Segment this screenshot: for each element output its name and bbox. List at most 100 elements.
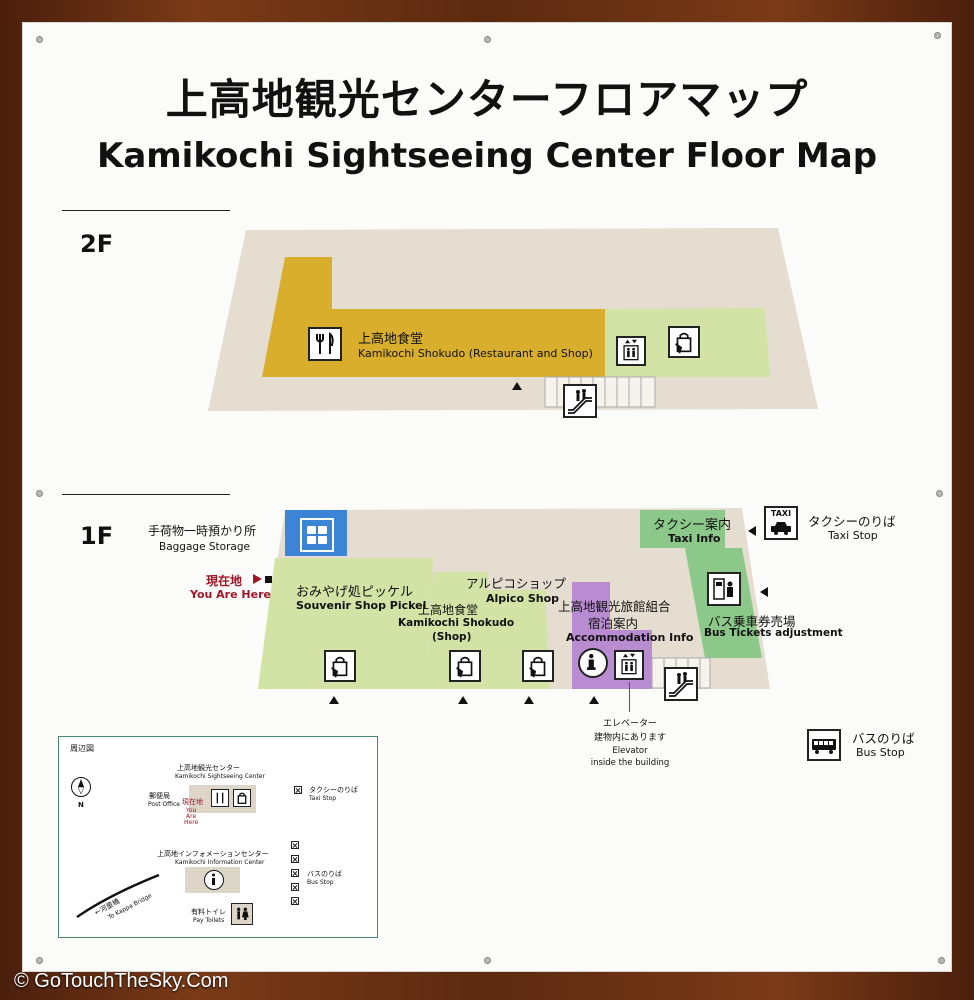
shopping-bag-icon	[522, 650, 554, 682]
inset-you-are-here-en2: Are	[186, 813, 197, 820]
shokudo-shop-label-en: Kamikochi Shokudo	[398, 617, 515, 629]
elevator-note-en2: inside the building	[590, 758, 670, 768]
shopping-bag-icon	[233, 789, 251, 807]
shopping-bag-icon	[324, 650, 356, 682]
taxi-stop-label-jp: タクシーのりば	[808, 514, 896, 529]
escalator-icon	[664, 667, 698, 701]
inset-toilets-jp: 有料トイレ	[191, 908, 226, 916]
elevator-icon	[614, 650, 644, 680]
taxi-info-area	[640, 510, 725, 548]
restaurant-area-2f	[262, 257, 605, 377]
entrance-marker-1f	[589, 696, 599, 704]
inset-taxi-stop-jp: タクシーのりば	[309, 786, 358, 794]
baggage-label-en: Baggage Storage	[159, 541, 250, 553]
info-icon	[204, 870, 224, 890]
elevator-note-jp2: 建物内にあります	[593, 733, 666, 743]
inset-river-path	[76, 873, 160, 919]
souvenir-label-jp: おみやげ処ピッケル	[296, 585, 414, 600]
you-are-here-marker	[265, 576, 272, 583]
entrance-marker-1f	[329, 696, 339, 704]
alpico-label-jp: アルピコショップ	[466, 576, 566, 591]
screw	[484, 36, 491, 43]
accommodation-label-jp: 上高地観光旅館組合	[558, 599, 671, 614]
compass-north-label: N	[78, 801, 84, 809]
taxi-info-label-jp: タクシー案内	[653, 518, 732, 533]
inset-bus-stop-marker	[291, 841, 299, 849]
info-icon	[578, 648, 608, 678]
inset-taxi-stop-marker	[294, 786, 302, 794]
bus-tickets-label-jp: バス乗車券売場	[708, 614, 796, 629]
shopping-bag-icon	[668, 326, 700, 358]
screw	[936, 490, 943, 497]
elevator-leader-line	[629, 682, 630, 712]
title-english: Kamikochi Sightseeing Center Floor Map	[96, 136, 878, 176]
shokudo-shop-label-jp: 上高地食堂	[418, 603, 479, 617]
compass-icon	[71, 777, 91, 797]
floor-label-2f: 2F	[80, 230, 114, 258]
inset-info-center-jp: 上高地インフォメーションセンター	[157, 850, 269, 858]
area-inset-map: 周辺図 N 上高地観光センター Kamikochi Sightseeing Ce…	[58, 736, 378, 938]
screw	[36, 36, 43, 43]
inset-bus-stop-marker	[291, 883, 299, 891]
taxi-icon: TAXI	[764, 506, 798, 540]
title-japanese: 上高地観光センターフロアマップ	[165, 75, 809, 124]
inset-you-are-here-jp: 現在地	[182, 798, 203, 806]
entrance-marker-2f	[512, 382, 522, 390]
shopping-bag-icon	[449, 650, 481, 682]
entrance-marker-1f	[458, 696, 468, 704]
inset-bus-stop-en: Bus Stop	[307, 879, 334, 886]
floor-plan-2f	[208, 228, 818, 411]
inset-you-are-here-en1: You	[186, 807, 197, 814]
you-are-here-label-jp: 現在地	[206, 574, 243, 588]
inset-toilets-en: Pay Toilets	[193, 917, 225, 924]
inset-info-center-en: Kamikochi Information Center	[175, 859, 265, 866]
inset-taxi-stop-en: Taxi Stop	[309, 795, 337, 802]
luggage-icon	[300, 518, 334, 552]
copyright-watermark: © GoTouchTheSky.Com	[14, 970, 229, 992]
taxi-info-label-en: Taxi Info	[668, 532, 721, 545]
floor-label-1f: 1F	[80, 522, 114, 550]
screw	[36, 957, 43, 964]
bus-tickets-label-en: Bus Tickets adjustment	[704, 627, 843, 639]
screw	[484, 957, 491, 964]
inset-bus-stop-marker	[291, 897, 299, 905]
elevator-note-en: Elevator	[612, 746, 648, 756]
screw	[934, 32, 941, 39]
inset-you-are-here-en3: Here	[184, 819, 199, 826]
divider-2f	[62, 210, 230, 211]
souvenir-area	[258, 558, 433, 689]
bus-stop-label-en: Bus Stop	[856, 746, 905, 759]
inset-center-label-jp: 上高地観光センター	[177, 764, 240, 772]
entrance-marker-1f	[524, 696, 534, 704]
divider-1f	[62, 494, 230, 495]
shokudo-shop-label-en2: (Shop)	[432, 631, 472, 643]
taxi-stop-label-en: Taxi Stop	[828, 529, 878, 542]
bus-ticket-direction-marker	[760, 587, 768, 597]
inset-post-office-jp: 郵便局	[149, 792, 170, 800]
inset-center-label-en: Kamikochi Sightseeing Center	[175, 773, 265, 780]
accommodation-label-jp2: 宿泊案内	[588, 616, 639, 631]
toilet-icon	[231, 903, 253, 925]
taxi-badge-text: TAXI	[770, 509, 792, 518]
accommodation-label-en: Accommodation Info	[566, 631, 694, 644]
elevator-note-jp: エレベーター	[602, 719, 657, 729]
screw	[938, 957, 945, 964]
bus-icon	[807, 729, 841, 761]
inset-bus-stop-jp: バスのりば	[307, 870, 342, 878]
alpico-label-en: Alpico Shop	[486, 592, 560, 605]
fork-knife-icon	[308, 327, 342, 361]
restaurant-label-jp-2f: 上高地食堂	[358, 332, 424, 347]
elevator-icon	[616, 336, 646, 366]
inset-bus-stop-marker	[291, 869, 299, 877]
bus-stop-label-jp: バスのりば	[852, 731, 915, 746]
screw	[36, 490, 43, 497]
you-are-here-label-en: You Are Here	[190, 588, 271, 601]
inset-bus-stop-marker	[291, 855, 299, 863]
inset-post-office-en: Post Office	[148, 801, 180, 808]
inset-title: 周辺図	[70, 744, 94, 753]
escalator-icon	[563, 384, 597, 418]
stair-grid-2f	[544, 376, 656, 408]
restaurant-label-en-2f: Kamikochi Shokudo (Restaurant and Shop)	[358, 347, 593, 360]
you-are-here-arrow	[253, 574, 262, 584]
fork-knife-icon	[211, 789, 229, 807]
